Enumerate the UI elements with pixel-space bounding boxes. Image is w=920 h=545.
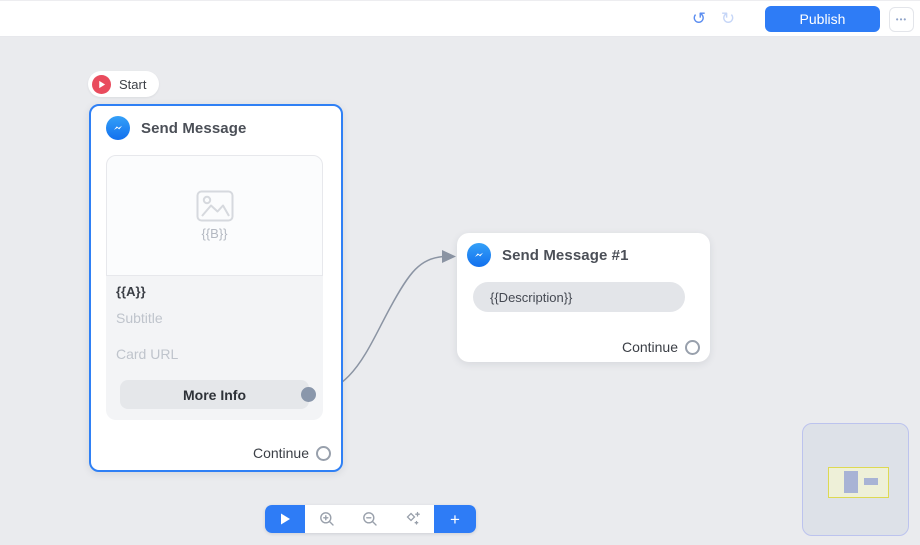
continue-row: Continue xyxy=(253,445,331,461)
subtitle-field[interactable]: Subtitle xyxy=(116,310,163,326)
connection-dot[interactable] xyxy=(301,387,316,402)
canvas-toolbar: + xyxy=(265,505,476,533)
message-text-field[interactable]: {{Description}} xyxy=(473,282,685,312)
zoom-out-button[interactable] xyxy=(348,505,391,533)
preview-play-button[interactable] xyxy=(265,505,305,533)
add-node-button[interactable]: + xyxy=(434,505,476,533)
top-bar-actions: ↺ ↻ Publish ••• xyxy=(688,1,914,37)
minimap-node xyxy=(864,478,878,485)
send-message-1-node[interactable]: Send Message #1 {{Description}} Continue xyxy=(457,233,710,362)
redo-icon[interactable]: ↻ xyxy=(717,8,739,30)
node-title: Send Message #1 xyxy=(502,246,629,264)
publish-button[interactable]: Publish xyxy=(765,6,880,32)
continue-label: Continue xyxy=(252,445,309,461)
continue-socket[interactable] xyxy=(685,339,700,355)
more-options-button[interactable]: ••• xyxy=(889,6,914,32)
continue-socket[interactable] xyxy=(316,445,331,461)
node-header: Send Message xyxy=(91,106,341,150)
zoom-in-icon xyxy=(319,512,334,526)
image-placeholder-label: {{B}} xyxy=(201,226,228,241)
minimap[interactable] xyxy=(802,423,909,536)
card-title-field[interactable]: {{A}} xyxy=(116,284,146,299)
continue-label: Continue xyxy=(621,339,678,355)
top-bar: ↺ ↻ Publish ••• xyxy=(0,0,920,37)
continue-row: Continue xyxy=(622,339,700,355)
minimap-viewport[interactable] xyxy=(828,467,889,498)
play-icon xyxy=(281,513,290,525)
zoom-out-icon xyxy=(362,512,377,526)
start-node[interactable]: Start xyxy=(88,71,160,97)
send-message-node[interactable]: Send Message {{B}} {{A}} Subtitle Card U… xyxy=(89,104,343,472)
fit-view-button[interactable] xyxy=(391,505,434,533)
minimap-node xyxy=(844,471,858,493)
zoom-in-button[interactable] xyxy=(305,505,348,533)
more-info-button[interactable]: More Info xyxy=(120,380,309,409)
image-placeholder-icon xyxy=(196,190,233,222)
card-url-field[interactable]: Card URL xyxy=(116,346,179,362)
messenger-icon xyxy=(467,243,491,267)
fit-view-icon xyxy=(406,511,420,525)
gallery-card-body: {{A}} Subtitle Card URL More Info xyxy=(106,276,323,420)
messenger-icon xyxy=(106,116,130,140)
node-header: Send Message #1 xyxy=(457,233,710,277)
play-icon xyxy=(92,74,111,94)
start-label: Start xyxy=(119,76,147,92)
flow-canvas[interactable]: Start Send Message {{B}} {{A}} Subtitle … xyxy=(0,38,920,545)
undo-icon[interactable]: ↺ xyxy=(688,8,710,30)
node-title: Send Message xyxy=(141,119,247,137)
image-upload-area[interactable]: {{B}} xyxy=(106,155,323,276)
